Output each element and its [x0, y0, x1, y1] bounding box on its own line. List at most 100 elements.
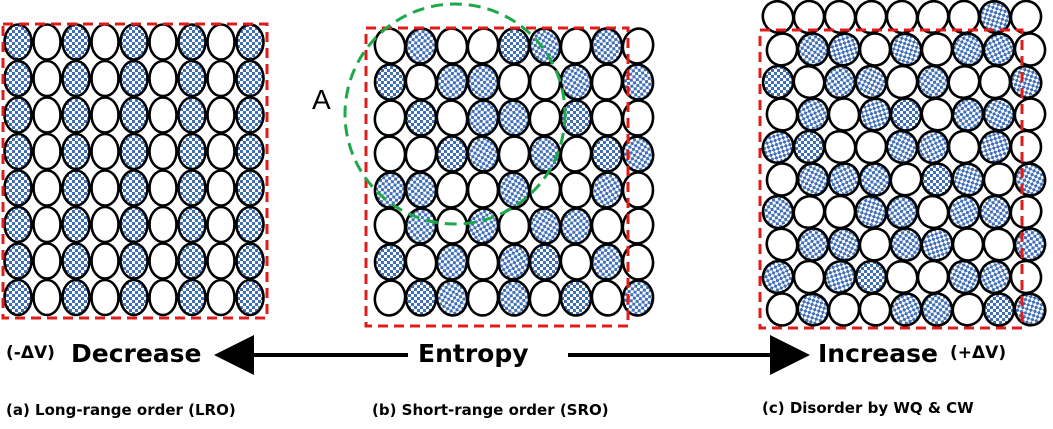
solvent-atom [404, 135, 438, 173]
solvent-atom [206, 96, 236, 134]
solute-atom [466, 135, 500, 173]
solvent-atom [528, 63, 562, 101]
solvent-atom [621, 27, 655, 65]
solvent-atom [559, 243, 593, 281]
solvent-atom [951, 292, 985, 327]
solute-atom [404, 171, 438, 209]
solvent-atom [621, 99, 655, 137]
solvent-atom [90, 59, 120, 98]
sro-highlight-circle [343, 2, 567, 226]
solute-atom [1009, 64, 1043, 100]
solute-atom [590, 243, 624, 281]
solvent-atom [148, 278, 178, 317]
solvent-atom [90, 169, 120, 207]
solute-atom [528, 243, 562, 281]
solute-atom [947, 194, 981, 230]
solute-atom [61, 132, 91, 171]
solvent-atom [765, 32, 799, 67]
solvent-atom [148, 242, 178, 280]
solvent-atom [982, 227, 1016, 262]
caption-disorder: (c) Disorder by WQ & CW [762, 399, 974, 417]
solute-atom [61, 242, 91, 280]
solute-atom [978, 0, 1012, 35]
solute-atom [885, 129, 919, 165]
solute-atom [621, 279, 655, 317]
solvent-atom [947, 64, 981, 100]
solute-atom [823, 259, 857, 295]
solvent-atom [858, 227, 892, 262]
solvent-atom [559, 171, 593, 209]
increase-label: Increase [818, 339, 938, 368]
solute-atom [435, 135, 469, 173]
solvent-atom [590, 207, 624, 245]
solute-atom [951, 162, 985, 197]
solvent-atom [206, 169, 236, 207]
solvent-atom [206, 132, 236, 171]
solvent-atom [206, 278, 236, 317]
solute-atom [177, 169, 207, 207]
solute-atom [916, 129, 950, 165]
solute-atom [235, 169, 265, 207]
solvent-atom [885, 64, 919, 100]
solvent-atom [206, 23, 236, 61]
solute-atom [404, 279, 438, 317]
solute-atom [177, 96, 207, 134]
solvent-atom [947, 0, 981, 35]
solvent-atom [1009, 0, 1043, 35]
solute-atom [119, 96, 149, 134]
solvent-atom [90, 278, 120, 317]
solute-atom [3, 242, 33, 280]
solute-atom [466, 207, 500, 245]
solute-atom [827, 32, 861, 67]
solvent-atom [148, 96, 178, 134]
solvent-atom [978, 64, 1012, 100]
solute-atom [590, 135, 624, 173]
solute-atom [761, 259, 795, 295]
solvent-atom [206, 59, 236, 98]
solvent-atom [32, 169, 62, 207]
solvent-atom [90, 205, 120, 244]
solvent-atom [1013, 32, 1047, 67]
solute-atom [528, 27, 562, 65]
solute-atom [373, 243, 407, 281]
negative-volume-label: (-ΔV) [6, 343, 55, 363]
solute-atom [621, 63, 655, 101]
solute-atom [404, 27, 438, 65]
sro-boundary [364, 26, 630, 328]
solute-atom [858, 97, 892, 132]
solute-atom [823, 64, 857, 100]
solvent-atom [206, 205, 236, 244]
solvent-atom [373, 27, 407, 65]
solvent-atom [885, 259, 919, 295]
solvent-atom [621, 207, 655, 245]
solvent-atom [916, 194, 950, 230]
solute-atom [920, 227, 954, 262]
solute-atom [559, 63, 593, 101]
solvent-atom [590, 279, 624, 317]
solute-atom [920, 162, 954, 197]
solvent-atom [435, 207, 469, 245]
solute-atom [1013, 227, 1047, 262]
solvent-atom [765, 292, 799, 327]
solute-atom [885, 194, 919, 230]
solvent-atom [497, 135, 531, 173]
solvent-atom [206, 242, 236, 280]
solute-atom [235, 96, 265, 134]
solute-atom [951, 97, 985, 132]
solute-atom [978, 129, 1012, 165]
solvent-atom [1009, 194, 1043, 230]
solvent-atom [90, 96, 120, 134]
solute-atom [982, 292, 1016, 327]
solvent-atom [32, 23, 62, 61]
solvent-atom [1013, 97, 1047, 132]
solvent-atom [435, 171, 469, 209]
solute-atom [590, 171, 624, 209]
disorder-boundary [758, 28, 1024, 330]
solvent-atom [951, 227, 985, 262]
solute-atom [796, 292, 830, 327]
solute-atom [61, 96, 91, 134]
solvent-atom [792, 194, 826, 230]
solute-atom [177, 242, 207, 280]
solvent-atom [982, 162, 1016, 197]
panel-disorder-lattice [761, 0, 1047, 327]
